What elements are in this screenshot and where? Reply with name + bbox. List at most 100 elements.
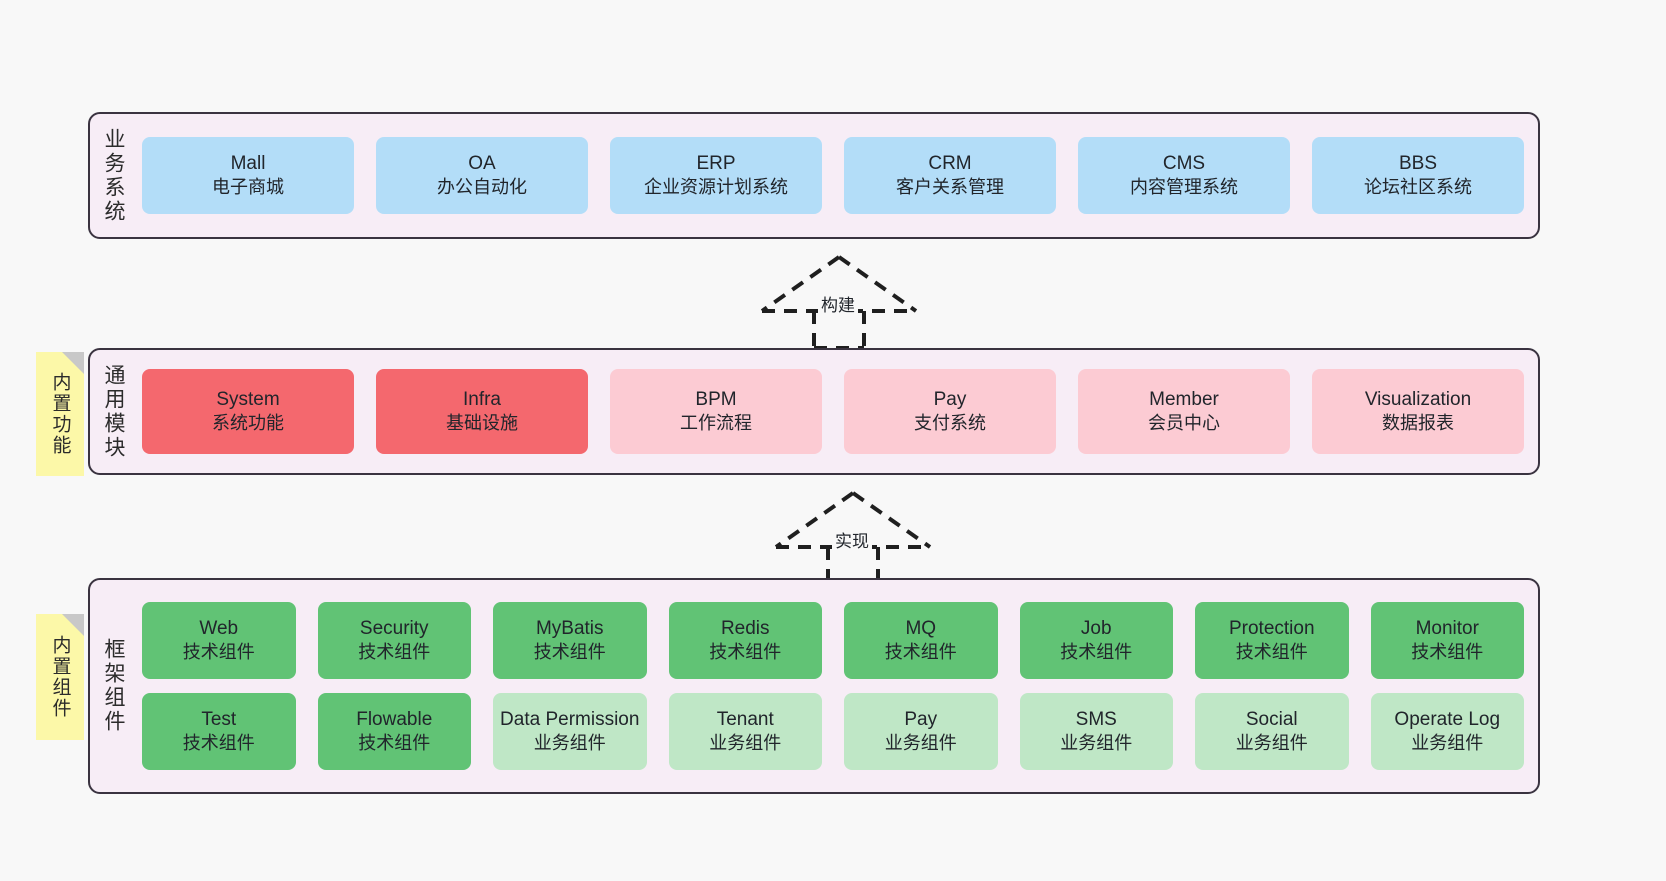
card-pay-module[interactable]: Pay 支付系统 xyxy=(844,369,1056,454)
card-bbs[interactable]: BBS 论坛社区系统 xyxy=(1312,137,1524,214)
card-title: CMS xyxy=(1162,153,1206,175)
card-subtitle: 技术组件 xyxy=(1235,642,1308,663)
card-title: Data Permission xyxy=(500,709,640,731)
card-subtitle: 技术组件 xyxy=(358,733,431,754)
card-social[interactable]: Social 业务组件 xyxy=(1195,693,1349,770)
sticky-note-label: 内置组件 xyxy=(49,635,71,719)
card-title: Job xyxy=(1080,618,1112,640)
sticky-note-label: 内置功能 xyxy=(49,372,71,456)
common-modules-row: System 系统功能 Infra 基础设施 BPM 工作流程 Pay 支付系统… xyxy=(142,369,1524,454)
card-title: Member xyxy=(1149,389,1219,411)
card-subtitle: 业务组件 xyxy=(533,733,606,754)
card-title: BBS xyxy=(1398,153,1438,175)
card-title: SMS xyxy=(1075,709,1117,731)
card-mybatis[interactable]: MyBatis 技术组件 xyxy=(493,602,647,679)
card-title: Web xyxy=(199,618,239,640)
card-job[interactable]: Job 技术组件 xyxy=(1019,602,1173,679)
card-subtitle: 业务组件 xyxy=(884,733,957,754)
card-subtitle: 技术组件 xyxy=(709,642,782,663)
card-title: System xyxy=(216,389,280,411)
card-protection[interactable]: Protection 技术组件 xyxy=(1195,602,1349,679)
card-subtitle: 内容管理系统 xyxy=(1130,177,1238,198)
card-title: Social xyxy=(1245,709,1298,731)
card-flowable[interactable]: Flowable 技术组件 xyxy=(317,693,471,770)
card-operate-log[interactable]: Operate Log 业务组件 xyxy=(1370,693,1524,770)
card-subtitle: 业务组件 xyxy=(1411,733,1484,754)
card-crm[interactable]: CRM 客户关系管理 xyxy=(844,137,1056,214)
card-bpm[interactable]: BPM 工作流程 xyxy=(610,369,822,454)
card-title: Visualization xyxy=(1364,389,1472,411)
card-subtitle: 技术组件 xyxy=(358,642,431,663)
business-systems-cards-area: Mall 电子商城 OA 办公自动化 ERP 企业资源计划系统 CRM 客户关系… xyxy=(136,114,1538,237)
card-subtitle: 办公自动化 xyxy=(437,177,527,198)
card-subtitle: 系统功能 xyxy=(212,413,284,434)
card-oa[interactable]: OA 办公自动化 xyxy=(376,137,588,214)
card-title: Security xyxy=(359,618,429,640)
card-tenant[interactable]: Tenant 业务组件 xyxy=(668,693,822,770)
card-subtitle: 论坛社区系统 xyxy=(1364,177,1472,198)
card-erp[interactable]: ERP 企业资源计划系统 xyxy=(610,137,822,214)
card-title: MyBatis xyxy=(535,618,604,640)
card-title: ERP xyxy=(696,153,736,175)
card-redis[interactable]: Redis 技术组件 xyxy=(668,602,822,679)
card-system[interactable]: System 系统功能 xyxy=(142,369,354,454)
card-subtitle: 业务组件 xyxy=(1235,733,1308,754)
card-subtitle: 基础设施 xyxy=(446,413,518,434)
card-security[interactable]: Security 技术组件 xyxy=(317,602,471,679)
card-subtitle: 技术组件 xyxy=(182,733,255,754)
card-subtitle: 客户关系管理 xyxy=(896,177,1004,198)
card-title: Monitor xyxy=(1415,618,1479,640)
card-test[interactable]: Test 技术组件 xyxy=(142,693,296,770)
card-member[interactable]: Member 会员中心 xyxy=(1078,369,1290,454)
layer-label-common-modules: 通用模块 xyxy=(102,363,126,460)
framework-business-components-row: Test 技术组件 Flowable 技术组件 Data Permission … xyxy=(142,693,1524,770)
card-title: Pay xyxy=(904,709,938,731)
sticky-note-builtin-components: 内置组件 xyxy=(36,614,84,740)
card-subtitle: 支付系统 xyxy=(914,413,986,434)
sticky-note-builtin-features: 内置功能 xyxy=(36,352,84,476)
card-title: CRM xyxy=(928,153,972,175)
card-subtitle: 技术组件 xyxy=(1411,642,1484,663)
card-subtitle: 电子商城 xyxy=(212,177,284,198)
framework-components-cards-area: Web 技术组件 Security 技术组件 MyBatis 技术组件 Redi… xyxy=(136,580,1538,792)
card-subtitle: 技术组件 xyxy=(533,642,606,663)
card-infra[interactable]: Infra 基础设施 xyxy=(376,369,588,454)
layer-common-modules: 通用模块 System 系统功能 Infra 基础设施 BPM 工作流程 Pay… xyxy=(88,348,1540,475)
card-subtitle: 工作流程 xyxy=(680,413,752,434)
card-title: Tenant xyxy=(716,709,774,731)
card-visualization[interactable]: Visualization 数据报表 xyxy=(1312,369,1524,454)
card-title: Redis xyxy=(720,618,770,640)
card-title: Test xyxy=(201,709,237,731)
card-subtitle: 业务组件 xyxy=(709,733,782,754)
card-subtitle: 技术组件 xyxy=(884,642,957,663)
connector-build-label: 构建 xyxy=(818,291,858,316)
card-web[interactable]: Web 技术组件 xyxy=(142,602,296,679)
card-mall[interactable]: Mall 电子商城 xyxy=(142,137,354,214)
card-subtitle: 技术组件 xyxy=(1060,642,1133,663)
framework-tech-components-row: Web 技术组件 Security 技术组件 MyBatis 技术组件 Redi… xyxy=(142,602,1524,679)
connector-build: 构建 xyxy=(744,253,934,350)
card-sms[interactable]: SMS 业务组件 xyxy=(1019,693,1173,770)
card-title: BPM xyxy=(695,389,737,411)
card-title: OA xyxy=(468,153,496,175)
card-monitor[interactable]: Monitor 技术组件 xyxy=(1370,602,1524,679)
card-cms[interactable]: CMS 内容管理系统 xyxy=(1078,137,1290,214)
business-systems-row: Mall 电子商城 OA 办公自动化 ERP 企业资源计划系统 CRM 客户关系… xyxy=(142,137,1524,214)
card-data-permission[interactable]: Data Permission 业务组件 xyxy=(493,693,647,770)
layer-label-business-systems: 业务系统 xyxy=(102,127,126,224)
card-subtitle: 数据报表 xyxy=(1382,413,1454,434)
card-pay-component[interactable]: Pay 业务组件 xyxy=(844,693,998,770)
card-subtitle: 业务组件 xyxy=(1060,733,1133,754)
card-title: Protection xyxy=(1228,618,1315,640)
card-subtitle: 会员中心 xyxy=(1148,413,1220,434)
card-title: Infra xyxy=(462,389,502,411)
card-mq[interactable]: MQ 技术组件 xyxy=(844,602,998,679)
layer-business-systems: 业务系统 Mall 电子商城 OA 办公自动化 ERP 企业资源计划系统 CRM… xyxy=(88,112,1540,239)
layer-framework-components: 框架组件 Web 技术组件 Security 技术组件 MyBatis 技术组件… xyxy=(88,578,1540,794)
card-title: Flowable xyxy=(356,709,433,731)
layer-label-framework-components: 框架组件 xyxy=(102,638,126,734)
card-title: MQ xyxy=(905,618,937,640)
card-subtitle: 技术组件 xyxy=(182,642,255,663)
card-title: Pay xyxy=(933,389,967,411)
